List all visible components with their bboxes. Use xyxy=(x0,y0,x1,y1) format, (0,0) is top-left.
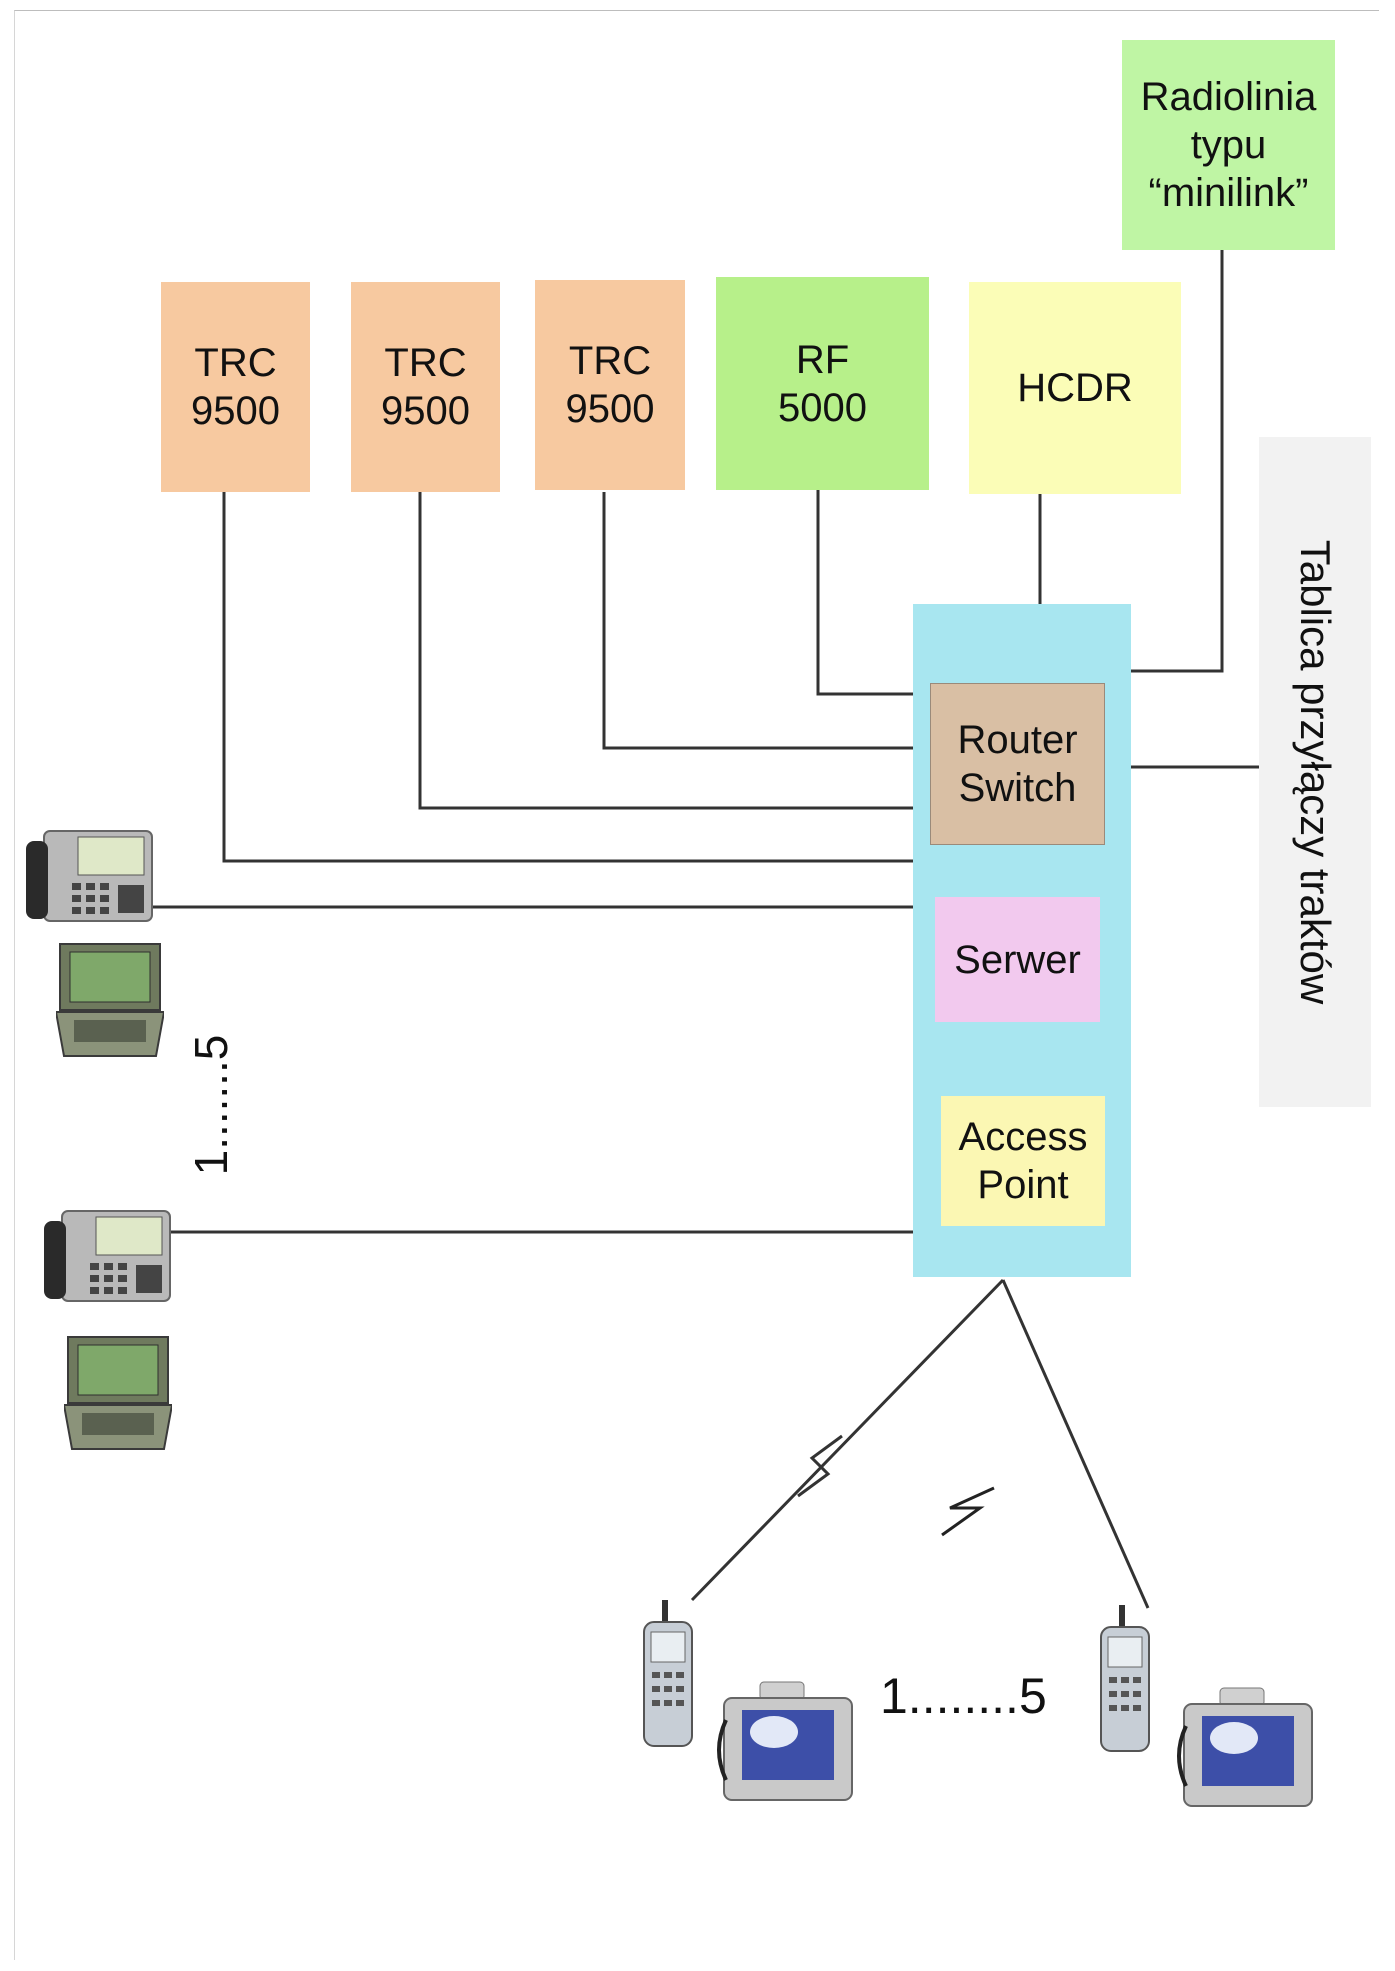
access-point-box: Access Point xyxy=(941,1096,1105,1226)
handheld-radio-icon xyxy=(643,1600,693,1747)
serwer-box: Serwer xyxy=(935,897,1100,1022)
router-line2: Switch xyxy=(958,766,1077,810)
access-line2: Point xyxy=(977,1163,1069,1207)
wire-trc2 xyxy=(418,492,913,810)
tablet-terminal-icon xyxy=(717,1681,853,1801)
rugged-laptop-icon xyxy=(56,943,164,1057)
rf-line1: RF xyxy=(795,337,850,382)
minilink-line2: typu xyxy=(1190,123,1267,167)
trc3-line2: 9500 xyxy=(565,387,655,431)
ip-phone-icon xyxy=(44,1210,171,1302)
rf-5000-box: RF 5000 xyxy=(716,277,929,490)
trc1-line1: TRC xyxy=(194,341,277,385)
access-line1: Access xyxy=(958,1115,1088,1159)
minilink-radio-box: Radiolinia typu “minilink” xyxy=(1122,40,1335,250)
hcdr-box: HCDR xyxy=(969,282,1181,494)
trc2-line2: 9500 xyxy=(381,389,470,433)
radio-zigzag xyxy=(797,1434,843,1498)
rf-line2: 5000 xyxy=(778,385,867,430)
trc-9500-box-2: TRC 9500 xyxy=(351,282,500,492)
router-line1: Router xyxy=(957,718,1078,762)
trc1-line2: 9500 xyxy=(191,389,280,433)
trc2-line1: TRC xyxy=(384,341,467,385)
wire-trc1 xyxy=(222,492,913,863)
handheld-radio-icon xyxy=(1100,1605,1150,1752)
ip-phone-icon xyxy=(26,830,153,922)
wire-trc3 xyxy=(602,492,913,750)
wire-minilink xyxy=(1131,250,1224,673)
wireless-terminals-range: 1........5 xyxy=(880,1668,1047,1724)
minilink-line1: Radiolinia xyxy=(1140,75,1317,119)
router-switch-box: Router Switch xyxy=(930,683,1105,845)
hcdr-label: HCDR xyxy=(1017,366,1133,410)
wire-rf xyxy=(816,490,913,696)
tablica-panel: Tablica przyłączy traktów xyxy=(1259,437,1371,1107)
tablet-terminal-icon xyxy=(1177,1687,1313,1807)
page-border xyxy=(14,10,1379,1960)
wired-terminals-range: 1.......5 xyxy=(185,1034,237,1176)
serwer-label: Serwer xyxy=(954,937,1081,982)
trc3-line1: TRC xyxy=(568,339,652,383)
trc-9500-box-1: TRC 9500 xyxy=(161,282,310,492)
wireless-link-left xyxy=(690,1278,1005,1602)
rugged-laptop-icon xyxy=(64,1336,172,1450)
trc-9500-box-3: TRC 9500 xyxy=(535,280,685,490)
minilink-line3: “minilink” xyxy=(1148,171,1309,215)
tablica-label: Tablica przyłączy traktów xyxy=(1292,539,1339,1005)
lightning-bolt-icon xyxy=(941,1486,995,1537)
wireless-link-right xyxy=(1001,1279,1150,1609)
